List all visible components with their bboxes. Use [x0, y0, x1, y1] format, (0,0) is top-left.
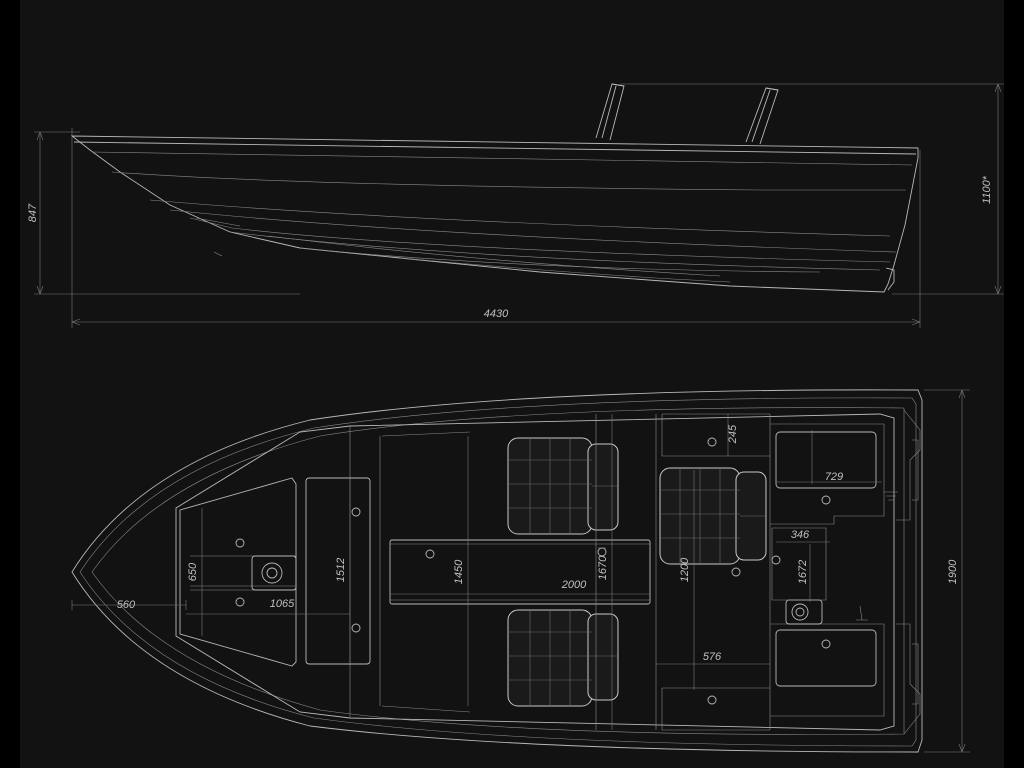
center-bench: [389, 539, 651, 605]
aft-lockers: [595, 413, 898, 731]
dim-transom-step-depth: 1672: [797, 560, 809, 584]
dim-cockpit-length: 2000: [561, 579, 587, 591]
side-dimensions: [34, 83, 1004, 328]
bow-deck: [179, 431, 471, 713]
seat-front-starboard: [507, 609, 619, 707]
dim-center-console-width: 1450: [453, 559, 465, 584]
seat-helm: [659, 467, 767, 565]
seat-front-port: [507, 437, 619, 535]
dim-aft-bench-length: 576: [703, 651, 722, 663]
dim-bow-hatch-width: 1065: [270, 598, 295, 610]
dim-bow-offset: 560: [117, 599, 136, 611]
top-view: 560 650 1065 1512 1450 2000 1670 1200 24…: [71, 389, 970, 753]
top-hull: [71, 389, 923, 753]
dim-cockpit-width: 1670: [597, 555, 609, 580]
dim-total-height: 1100*: [981, 175, 993, 204]
dim-bow-hatch-height: 650: [187, 562, 199, 581]
side-hull: [70, 135, 919, 293]
top-dimensions: [71, 389, 970, 753]
dim-length: 4430: [484, 308, 509, 320]
dim-bow-deck-length: 1512: [335, 558, 347, 582]
dim-aft-locker-width: 729: [825, 471, 843, 483]
dim-aft-locker-depth: 245: [727, 424, 739, 444]
dim-beam: 1900: [947, 559, 959, 584]
dim-side-height: 847: [27, 203, 39, 222]
windshield-posts: [595, 83, 779, 145]
side-view: 4430 847 1100*: [27, 83, 1004, 328]
dim-seat-spacing: 1200: [679, 557, 691, 582]
dim-transom-step-width: 346: [791, 529, 810, 541]
